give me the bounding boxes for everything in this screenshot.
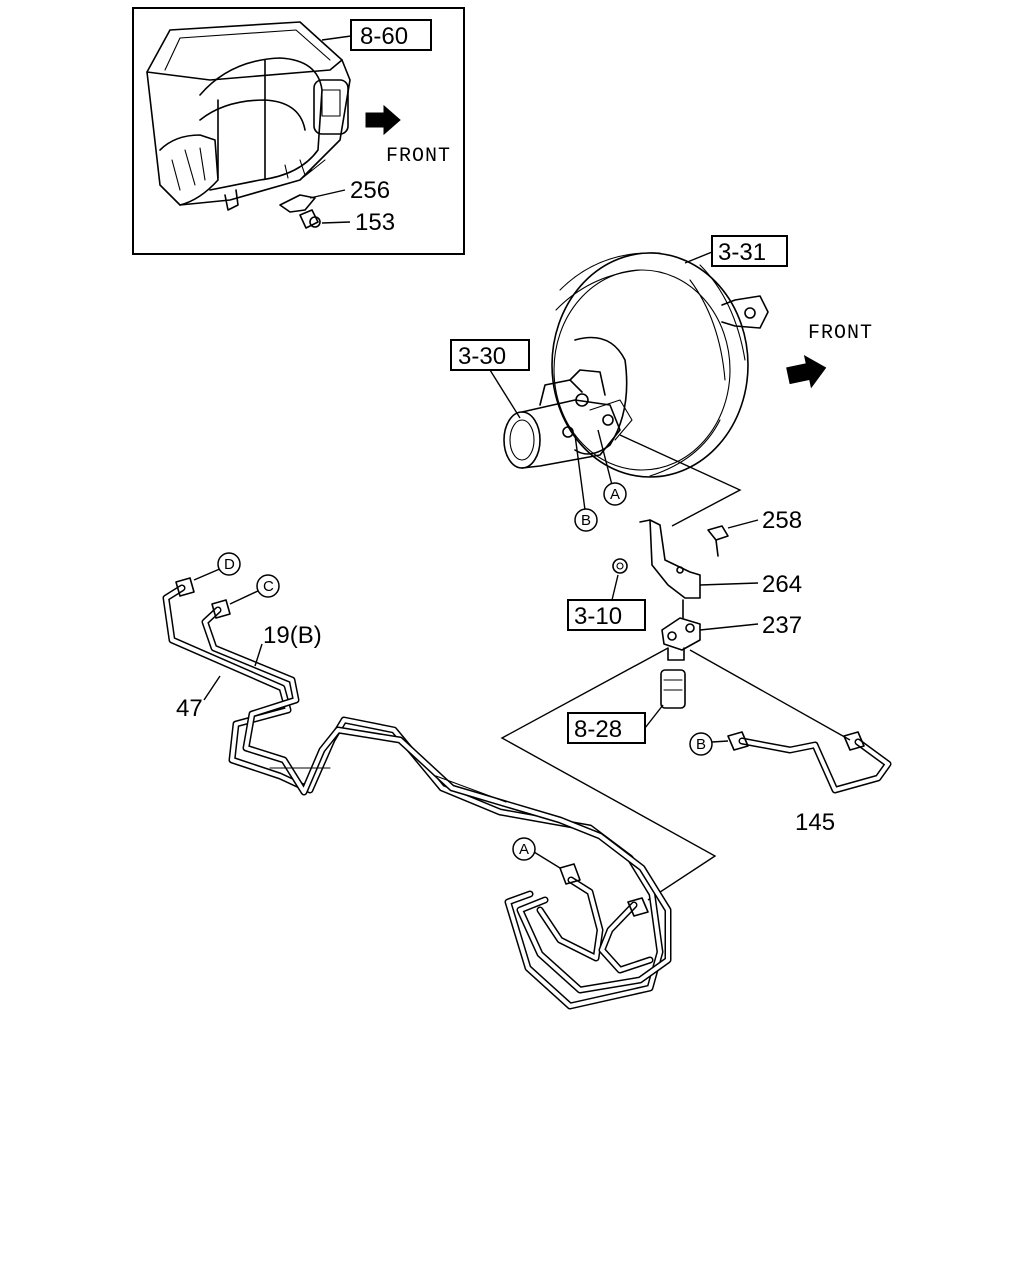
- brake-pipes-47-19b: [162, 577, 672, 1010]
- ref-box-3-31: [711, 235, 788, 267]
- part-145-label: 145: [795, 809, 835, 836]
- ref-box-8-28: [567, 712, 646, 744]
- ref-box-3-31-label: 3-31: [718, 239, 766, 266]
- ref-box-3-10: [567, 599, 646, 631]
- circle-ref-a-pipe-label: A: [519, 841, 529, 858]
- bracket-and-valve-drawing: [612, 519, 729, 709]
- inset-front-label: FRONT: [386, 145, 451, 168]
- circle-ref-b-cylinder: [574, 508, 598, 532]
- circle-ref-b-pipe-label: B: [696, 736, 706, 753]
- part-264-label: 264: [762, 571, 802, 598]
- part-237-label: 237: [762, 612, 802, 639]
- main-front-arrow-icon: [786, 354, 827, 389]
- circle-ref-a-pipe: [512, 837, 536, 861]
- part-258-label: 258: [762, 507, 802, 534]
- part-47-label: 47: [176, 695, 203, 722]
- circle-ref-a-cylinder: [603, 482, 627, 506]
- ref-box-3-10-label: 3-10: [574, 603, 622, 630]
- circle-ref-d: [217, 552, 241, 576]
- ref-box-8-60-label: 8-60: [360, 23, 408, 50]
- circle-ref-c: [256, 574, 280, 598]
- brake-booster-drawing: [551, 251, 769, 478]
- part-19b-label: 19(B): [263, 622, 322, 649]
- circle-ref-c-label: C: [263, 578, 274, 595]
- front-arrow-icon: [365, 104, 401, 136]
- circle-ref-b-pipe: [689, 732, 713, 756]
- master-cylinder-drawing: [503, 369, 633, 469]
- heater-unit-drawing: [146, 21, 351, 229]
- ref-box-3-30: [450, 339, 530, 371]
- circle-ref-b-cylinder-label: B: [581, 512, 591, 529]
- ref-box-8-60: [350, 19, 432, 51]
- inset-panel: FRONT 8-60 256 153: [132, 7, 465, 255]
- main-front-label: FRONT: [808, 322, 873, 345]
- part-256-label: 256: [350, 177, 390, 204]
- circle-ref-a-cylinder-label: A: [610, 486, 620, 503]
- circle-ref-d-label: D: [224, 556, 235, 573]
- inset-frame: [132, 7, 465, 255]
- ref-box-8-28-label: 8-28: [574, 716, 622, 743]
- ref-box-3-30-label: 3-30: [458, 343, 506, 370]
- part-153-label: 153: [355, 209, 395, 236]
